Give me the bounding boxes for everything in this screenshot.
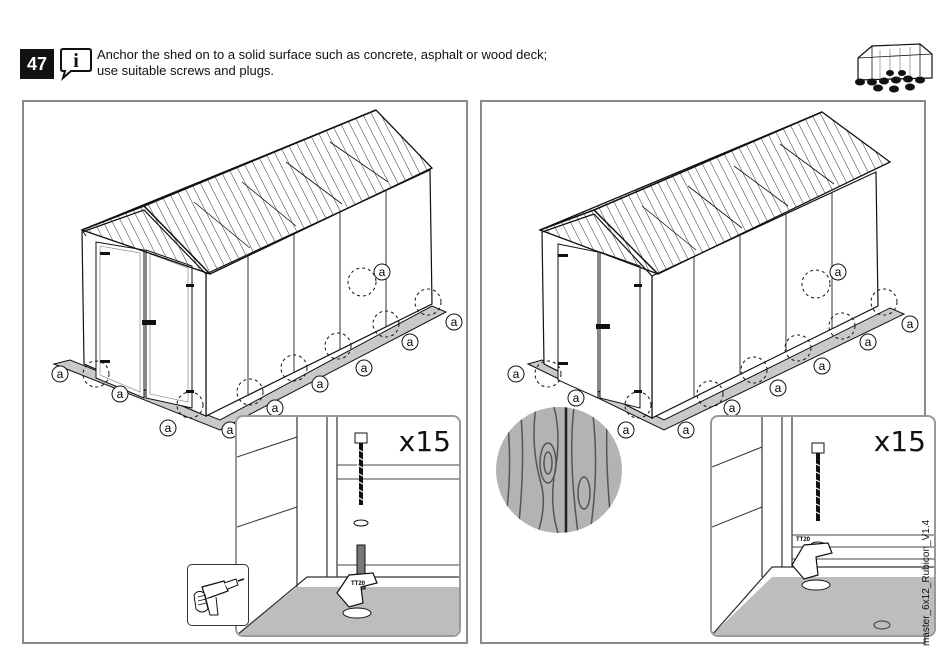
callout-label: a bbox=[272, 401, 279, 415]
bracket-label: TT20 bbox=[796, 537, 811, 543]
callout-label: a bbox=[623, 423, 630, 437]
info-glyph: i bbox=[73, 50, 79, 72]
info-icon: i bbox=[57, 45, 93, 81]
callout-label: a bbox=[361, 361, 368, 375]
callout-label: a bbox=[165, 421, 172, 435]
document-version: master_6x12_Rubicon_V1.4 bbox=[921, 520, 932, 646]
shed-thumbnail bbox=[850, 40, 934, 96]
bracket-label: TT20 bbox=[351, 581, 366, 587]
drill-icon bbox=[187, 564, 249, 626]
wood-surface-icon bbox=[496, 407, 622, 533]
anchor-detail-inset: TT20 x15 bbox=[710, 415, 936, 637]
wood-deck-panel: a a a a a a a a a a bbox=[480, 100, 926, 644]
anchor-detail-inset: TT20 x15 bbox=[235, 415, 461, 637]
step-number: 47 bbox=[27, 54, 47, 75]
callout-label: a bbox=[227, 423, 234, 437]
callout-label: a bbox=[407, 335, 414, 349]
callout-label: a bbox=[57, 367, 64, 381]
callout-label: a bbox=[775, 381, 782, 395]
callout-label: a bbox=[379, 265, 386, 279]
callout-label: a bbox=[573, 391, 580, 405]
callout-label: a bbox=[907, 317, 914, 331]
callout-label: a bbox=[513, 367, 520, 381]
callout-label: a bbox=[835, 265, 842, 279]
quantity-label: x15 bbox=[874, 425, 926, 458]
callout-label: a bbox=[317, 377, 324, 391]
concrete-panel: a a a a a a a a a a bbox=[22, 100, 468, 644]
callout-label: a bbox=[865, 335, 872, 349]
callout-label: a bbox=[729, 401, 736, 415]
instruction-text: Anchor the shed on to a solid surface su… bbox=[97, 47, 567, 79]
step-number-badge: 47 bbox=[20, 49, 54, 79]
callout-label: a bbox=[819, 359, 826, 373]
quantity-label: x15 bbox=[399, 425, 451, 458]
callout-label: a bbox=[451, 315, 458, 329]
callout-label: a bbox=[117, 387, 124, 401]
callout-label: a bbox=[683, 423, 690, 437]
